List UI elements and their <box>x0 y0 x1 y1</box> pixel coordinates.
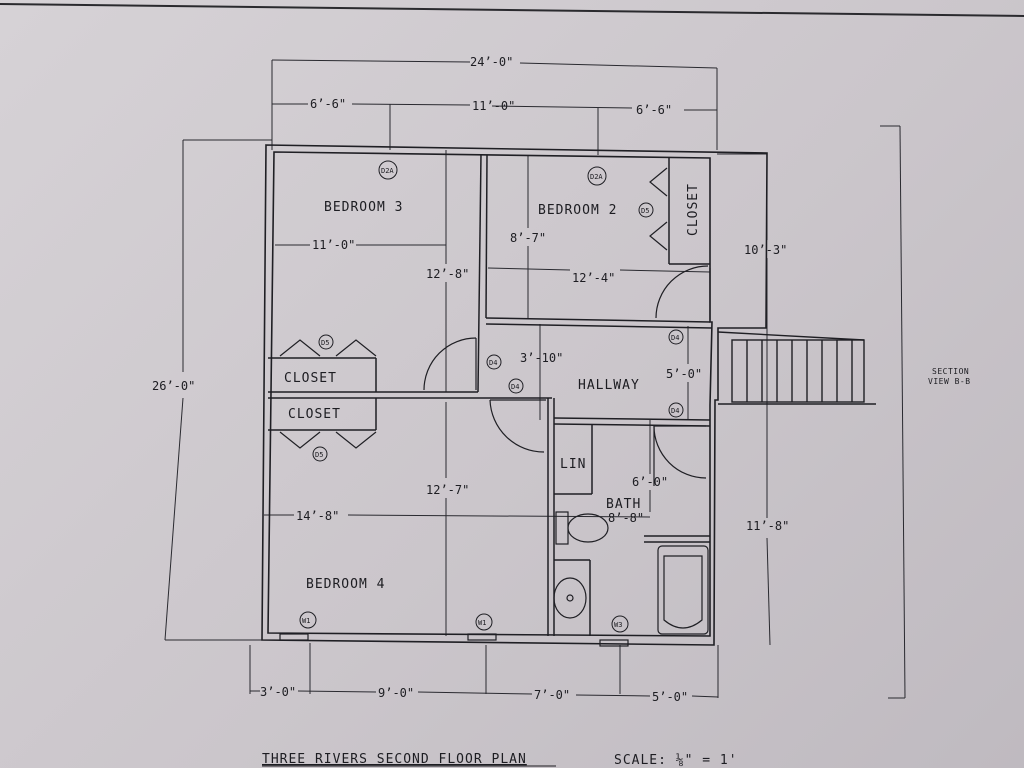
closet-top-label: CLOSET <box>284 371 337 386</box>
hallway-label: HALLWAY <box>578 378 640 393</box>
tag-d4-b: D4 <box>511 383 519 391</box>
bath-depth-dim: 6’-0" <box>632 475 668 489</box>
tag-d4-d: D4 <box>671 407 679 415</box>
top-right-dim: 6’-6" <box>636 103 672 117</box>
hallway-width-dim: 3’-10" <box>520 351 563 365</box>
right-upper-dim: 10’-3" <box>744 243 787 257</box>
bedroom2-width-dim: 12’-4" <box>572 271 615 285</box>
scale-note: SCALE: ⅛" = 1' <box>614 753 738 768</box>
overall-width-dim: 24’-0" <box>470 55 513 69</box>
bedroom4-width-dim: 14’-8" <box>296 509 339 523</box>
tag-d5-closet-top: D5 <box>321 339 329 347</box>
bedroom4-label: BEDROOM 4 <box>306 577 385 592</box>
closet-bottom-label: CLOSET <box>288 407 341 422</box>
right-lower-dim: 11’-8" <box>746 519 789 533</box>
bedroom3-label: BEDROOM 3 <box>324 200 403 215</box>
closet-bedroom2-label: CLOSET <box>686 183 701 236</box>
bottom-dim-3: 7’-0" <box>534 688 570 702</box>
bedroom2-label: BEDROOM 2 <box>538 203 617 218</box>
bath-width-dim: 8’-8" <box>608 511 644 525</box>
linen-label: LIN <box>560 457 586 472</box>
bath-label: BATH <box>606 497 641 512</box>
section-label-line1: SECTION <box>932 367 969 376</box>
exterior-walls <box>261 144 768 646</box>
bedroom4-depth-dim: 12’-7" <box>426 483 469 497</box>
top-left-dim: 6’-6" <box>310 97 346 111</box>
drawing-title: THREE RIVERS SECOND FLOOR PLAN <box>262 752 527 767</box>
tag-d2a-bedroom2: D2A <box>590 173 603 181</box>
tag-d2a-bedroom3: D2A <box>381 167 394 175</box>
bottom-dim-2: 9’-0" <box>378 686 414 700</box>
tag-circles <box>299 160 684 633</box>
sheet-top-edge <box>0 3 1024 17</box>
tag-d4-c: D4 <box>671 334 679 342</box>
interior-walls <box>268 153 713 636</box>
tag-d4-a: D4 <box>489 359 497 367</box>
tag-d5-bedroom2: D5 <box>641 207 649 215</box>
fixtures <box>279 511 709 647</box>
dimension-lines <box>164 59 906 699</box>
overall-depth-dim: 26’-0" <box>152 379 195 393</box>
bedroom3-depth-dim: 12’-8" <box>426 267 469 281</box>
tag-w1-a: W1 <box>302 617 310 625</box>
bottom-dim-1: 3’-0" <box>260 685 296 699</box>
top-mid-dim: 11’-0" <box>472 99 515 113</box>
tag-w3: W3 <box>614 621 622 629</box>
bedroom2-depth-dim: 8’-7" <box>510 231 546 245</box>
doors <box>279 167 711 486</box>
bedroom3-width-dim: 11’-0" <box>312 238 355 252</box>
tag-d5-closet-bottom: D5 <box>315 451 323 459</box>
bottom-dim-4: 5’-0" <box>652 690 688 704</box>
tag-w1-b: W1 <box>478 619 486 627</box>
stair <box>717 331 876 405</box>
hallway-depth-dim: 5’-0" <box>666 367 702 381</box>
section-label-line2: VIEW B-B <box>928 377 971 386</box>
